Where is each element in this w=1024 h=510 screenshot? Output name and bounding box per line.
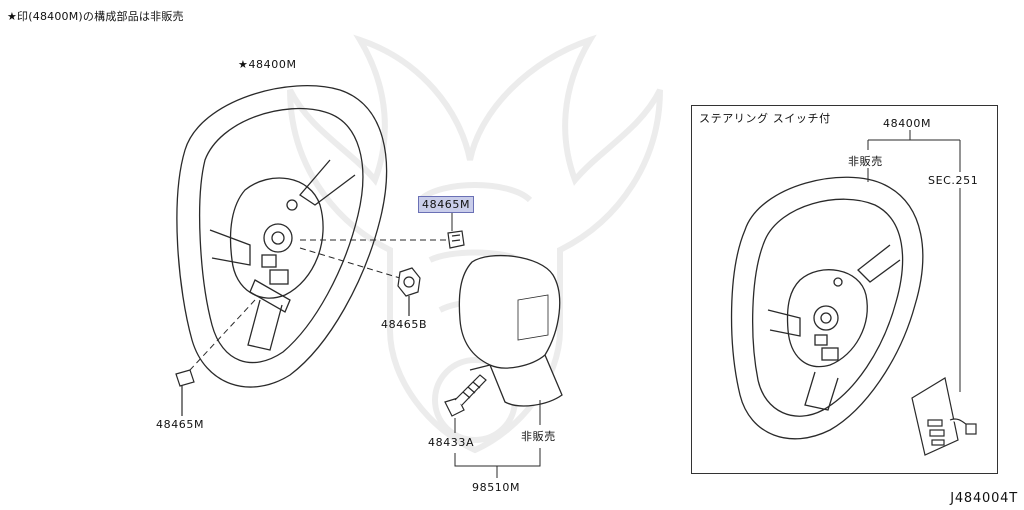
inset-title: ステアリング スイッチ付 bbox=[699, 112, 831, 125]
clip-part-lower bbox=[175, 369, 195, 416]
main-steering-wheel bbox=[176, 85, 388, 388]
bolt-part bbox=[444, 374, 487, 417]
airbag-module bbox=[458, 254, 563, 407]
wheel-part-label[interactable]: ★48400M bbox=[238, 58, 297, 71]
callout-lines-inset bbox=[867, 130, 961, 392]
inset-not-sold-label: 非販売 bbox=[848, 155, 883, 168]
header-note: ★印(48400M)の構成部品は非販売 bbox=[7, 10, 184, 23]
lower-clip-part-label[interactable]: 48465M bbox=[156, 418, 205, 431]
clip-part-upper bbox=[447, 230, 465, 249]
highlighted-part-label[interactable]: 48465M bbox=[418, 196, 475, 213]
airbag-not-sold-label: 非販売 bbox=[521, 430, 556, 443]
nut-part bbox=[397, 267, 421, 316]
nut-part-label[interactable]: 48465B bbox=[381, 318, 428, 331]
inset-steering-wheel bbox=[730, 176, 924, 440]
assembly-part-label[interactable]: 98510M bbox=[472, 481, 521, 494]
inset-wheel-part-label[interactable]: 48400M bbox=[883, 117, 932, 130]
bolt-part-label[interactable]: 48433A bbox=[428, 436, 475, 449]
steering-switch-unit bbox=[911, 377, 977, 456]
section-reference-link[interactable]: SEC.251 bbox=[928, 174, 979, 187]
diagram-code: J484004T bbox=[950, 491, 1018, 506]
callout-lines-main bbox=[454, 400, 541, 478]
leader-lines bbox=[189, 239, 448, 371]
inset-variant-box bbox=[691, 105, 998, 474]
